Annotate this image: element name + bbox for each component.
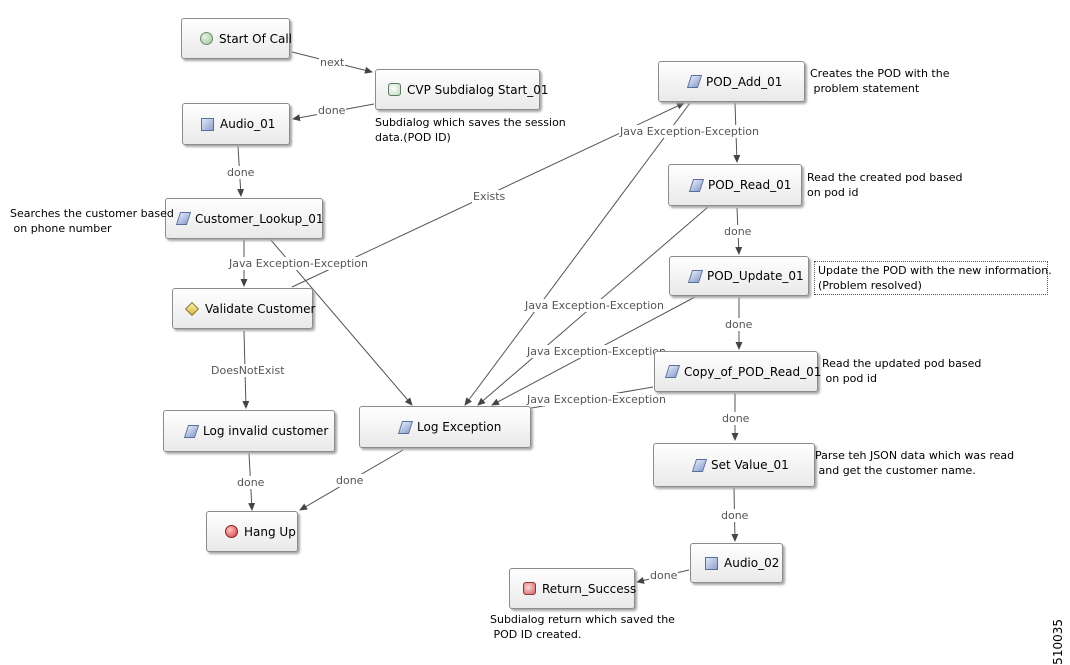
audio-icon: [201, 117, 214, 131]
node-customer-lookup-01[interactable]: Customer_Lookup_01: [165, 198, 324, 239]
edge-label-next: next: [319, 56, 346, 69]
edge-label-does-not-exist: DoesNotExist: [210, 364, 286, 377]
edge-label-java-exception: Java Exception-Exception: [526, 393, 667, 406]
edge-label-done: done: [721, 412, 751, 425]
node-cvp-subdialog-start[interactable]: CVP Subdialog Start_01: [375, 69, 548, 110]
node-label: POD_Read_01: [708, 178, 792, 192]
note-pod-update: Update the POD with the new information.…: [814, 261, 1052, 295]
subdialog-return-icon: [523, 582, 536, 595]
edge-label-exists: Exists: [472, 190, 507, 203]
node-validate-customer[interactable]: Validate Customer: [172, 288, 316, 329]
note-pod-add: Creates the POD with the problem stateme…: [810, 67, 950, 95]
rest-client-icon: [664, 365, 681, 378]
node-label: CVP Subdialog Start_01: [407, 82, 549, 97]
edge-label-done: done: [724, 318, 754, 331]
figure-id: 510035: [1051, 619, 1065, 665]
node-label: Set Value_01: [711, 458, 789, 472]
note-return-success: Subdialog return which saved the POD ID …: [490, 613, 675, 641]
rest-client-icon: [175, 212, 192, 225]
rest-client-icon: [686, 75, 703, 88]
subdialog-start-icon: [388, 83, 401, 96]
node-label: Start Of Call: [219, 31, 293, 46]
green-circle-icon: [200, 32, 213, 45]
node-start-of-call[interactable]: Start Of Call: [181, 18, 293, 59]
node-label: Hang Up: [244, 524, 296, 539]
audio-icon: [705, 556, 718, 570]
node-log-exception[interactable]: Log Exception: [359, 406, 531, 448]
edge-label-done: done: [317, 104, 347, 117]
node-label: Audio_02: [724, 556, 780, 570]
node-audio-01[interactable]: Audio_01: [182, 103, 290, 145]
note-customer-lookup: Searches the customer based on phone num…: [10, 207, 174, 235]
action-icon: [691, 458, 708, 472]
node-label: Copy_of_POD_Read_01: [684, 364, 822, 379]
edge-label-done: done: [226, 166, 256, 179]
edge-podadd-to-logexc: [464, 102, 691, 406]
note-pod-read: Read the created pod based on pod id: [807, 171, 963, 199]
node-set-value-01[interactable]: Set Value_01: [653, 443, 815, 487]
edge-label-java-exception: Java Exception-Exception: [526, 345, 667, 358]
edge-label-java-exception: Java Exception-Exception: [524, 299, 665, 312]
rest-client-icon: [687, 269, 704, 283]
node-label: POD_Update_01: [707, 269, 804, 283]
node-label: Customer_Lookup_01: [195, 211, 324, 226]
node-hang-up[interactable]: Hang Up: [206, 511, 298, 552]
node-log-invalid-customer[interactable]: Log invalid customer: [163, 410, 335, 452]
node-pod-read-01[interactable]: POD_Read_01: [668, 164, 802, 206]
edge-label-done: done: [649, 569, 679, 582]
edge-label-done: done: [335, 474, 365, 487]
action-icon: [183, 424, 200, 438]
edge-label-java-exception: Java Exception-Exception: [619, 125, 760, 138]
action-icon: [397, 420, 414, 434]
node-label: Return_Success: [542, 581, 637, 596]
diagram-canvas: next done done Java Exception-Exception …: [10, 18, 1065, 665]
edge-label-java-exception: Java Exception-Exception: [228, 257, 369, 270]
node-label: Log Exception: [417, 420, 502, 434]
note-cvp-subdialog-start: Subdialog which saves the session data.(…: [375, 116, 566, 144]
node-label: Validate Customer: [205, 301, 316, 316]
node-return-success[interactable]: Return_Success: [509, 568, 637, 609]
note-set-value: Parse teh JSON data which was read and g…: [815, 449, 1015, 477]
node-audio-02[interactable]: Audio_02: [690, 543, 783, 583]
stop-icon: [225, 525, 238, 538]
node-label: Audio_01: [220, 117, 276, 131]
edge-label-done: done: [236, 476, 266, 489]
node-label: POD_Add_01: [706, 74, 783, 89]
edge-label-done: done: [720, 509, 750, 522]
node-label: Log invalid customer: [203, 424, 329, 438]
note-copy-of-pod-read: Read the updated pod based on pod id: [822, 357, 982, 385]
node-copy-of-pod-read-01[interactable]: Copy_of_POD_Read_01: [654, 351, 822, 392]
node-pod-add-01[interactable]: POD_Add_01: [658, 61, 805, 102]
decision-diamond-icon: [184, 301, 200, 316]
node-pod-update-01[interactable]: POD_Update_01: [669, 256, 809, 296]
rest-client-icon: [688, 178, 705, 192]
edge-label-done: done: [723, 225, 753, 238]
